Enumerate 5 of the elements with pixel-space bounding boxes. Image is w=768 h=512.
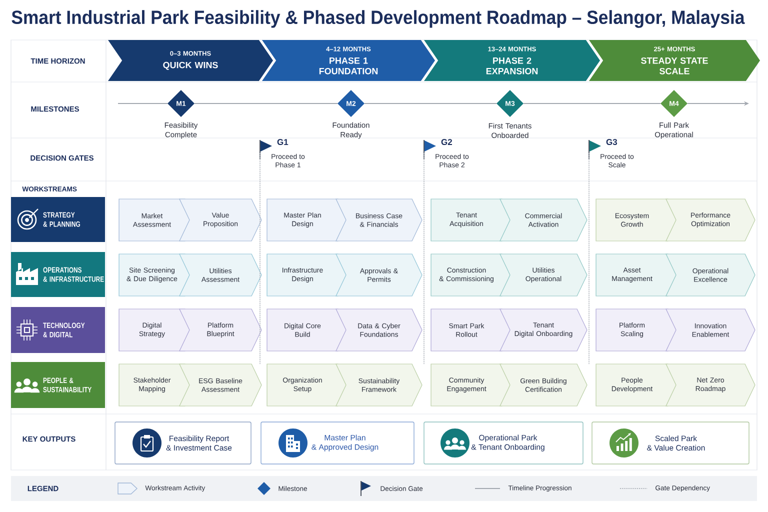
line [523,103,661,104]
line [364,103,497,104]
line [194,103,338,104]
title: Smart Industrial Park Feasibility & Phased Development Roadmap – Selangor, Malaysia [12,10,745,28]
line [118,103,168,104]
